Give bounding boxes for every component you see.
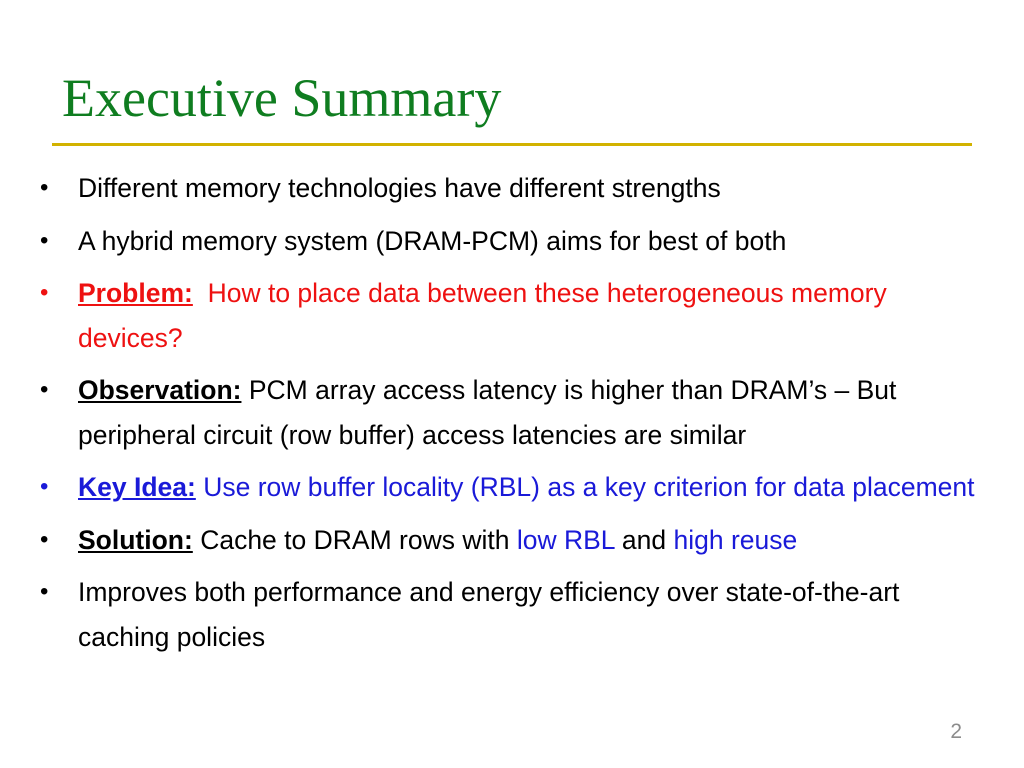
solution-text: Cache to DRAM rows with <box>200 524 510 555</box>
bullet-item-key-idea: • Key Idea: Use row buffer locality (RBL… <box>38 465 988 510</box>
bullet-dot-icon: • <box>40 473 49 500</box>
slide-title: Executive Summary <box>62 68 502 128</box>
observation-text: PCM array access latency is higher than … <box>78 375 897 450</box>
bullet-item-problem: • Problem: How to place data between the… <box>38 271 988 360</box>
bullet-item-improves: • Improves both performance and energy e… <box>38 570 988 659</box>
bullet-text: Different memory technologies have diffe… <box>78 173 721 203</box>
bullet-item-hybrid: • A hybrid memory system (DRAM-PCM) aims… <box>38 219 988 264</box>
bullet-text: A hybrid memory system (DRAM-PCM) aims f… <box>78 225 787 256</box>
bullet-item-observation: • Observation: PCM array access latency … <box>38 368 988 457</box>
bullet-text: Improves both performance and energy eff… <box>78 577 900 652</box>
key-idea-text: Use row buffer locality (RBL) as a key c… <box>203 472 975 502</box>
low-rbl-highlight: low RBL <box>516 524 615 555</box>
solution-label: Solution: <box>78 524 193 555</box>
page-number: 2 <box>950 720 962 743</box>
bullet-dot-icon: • <box>40 525 49 553</box>
observation-label: Observation: <box>78 375 242 405</box>
bullet-dot-icon: • <box>40 226 49 254</box>
problem-label: Problem: <box>78 278 193 308</box>
title-divider <box>52 143 972 146</box>
key-idea-label: Key Idea: <box>78 472 196 502</box>
solution-and-text: and <box>621 524 667 555</box>
problem-text: How to place data between these heteroge… <box>78 278 887 353</box>
bullet-dot-icon: • <box>40 578 49 605</box>
bullet-list: • Different memory technologies have dif… <box>38 166 988 667</box>
bullet-dot-icon: • <box>40 279 49 306</box>
bullet-dot-icon: • <box>40 174 49 201</box>
high-reuse-highlight: high reuse <box>673 524 798 555</box>
bullet-item-strengths: • Different memory technologies have dif… <box>38 166 988 211</box>
bullet-item-solution: • Solution: Cache to DRAM rows with low … <box>38 518 988 563</box>
bullet-dot-icon: • <box>40 376 49 403</box>
